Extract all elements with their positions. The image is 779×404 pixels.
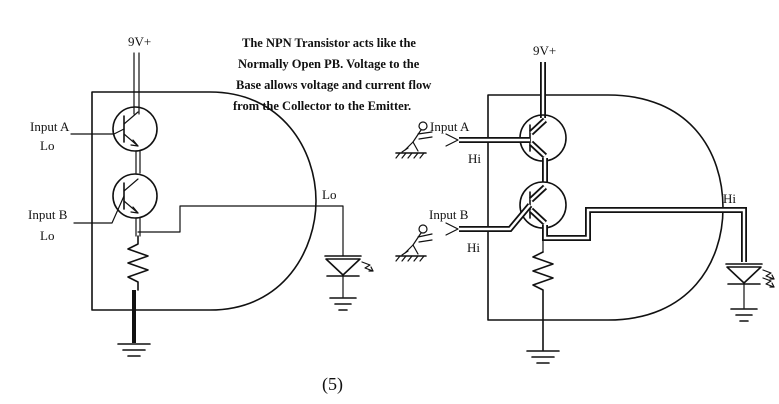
left-circuit: 9V+ Input A Lo Input B Lo: [28, 34, 374, 357]
left-supply-label: 9V+: [128, 34, 151, 49]
left-transistor-b-circle: [112, 173, 158, 219]
person-pushing-icon: [395, 224, 433, 262]
right-input-a-state: Hi: [468, 151, 481, 166]
right-input-b-wire: [459, 204, 531, 231]
right-output-state: Hi: [723, 191, 736, 206]
left-and-gate-outline: [91, 91, 317, 311]
left-input-a-state: Lo: [40, 138, 54, 153]
note-line-4: from the Collector to the Emitter.: [233, 99, 411, 113]
right-input-a-label: Input A: [430, 119, 470, 134]
note-line-2: Normally Open PB. Voltage to the: [238, 57, 420, 71]
note-line-1: The NPN Transistor acts like the: [242, 36, 416, 50]
left-ground-symbol: [117, 343, 151, 357]
left-transistor-a-circle: [112, 106, 158, 152]
right-input-b-label: Input B: [429, 207, 469, 222]
left-input-b-label: Input B: [28, 207, 68, 222]
left-input-b-wire: [73, 195, 125, 224]
left-transistor-b: [112, 173, 158, 219]
person-pushing-icon: [395, 121, 433, 159]
description-note: The NPN Transistor acts like the Normall…: [233, 36, 431, 113]
right-input-a-arrow-icon: [445, 133, 459, 147]
right-supply-label: 9V+: [533, 43, 556, 58]
right-circuit: 9V+ Input A Hi: [395, 43, 775, 364]
left-transistor-a: [112, 106, 158, 152]
left-output-state: Lo: [322, 187, 336, 202]
right-output-wire: [543, 208, 746, 262]
left-led-icon: [324, 255, 374, 298]
right-ground-symbol: [526, 350, 560, 364]
right-led-icon: [725, 263, 775, 309]
right-input-b-arrow-icon: [445, 222, 459, 236]
left-output-wire: [137, 205, 344, 257]
right-resistor: [532, 251, 554, 351]
left-transistor-a-legs: [123, 111, 139, 147]
right-led-ground-symbol: [730, 308, 758, 322]
right-transistor-b-legs: [530, 186, 546, 224]
right-transistor-a-legs: [530, 119, 546, 157]
left-transistor-a-emitter-arrow: [130, 139, 139, 147]
left-led-ground-symbol: [329, 297, 357, 311]
left-resistor: [127, 235, 149, 291]
left-input-a-label: Input A: [30, 119, 70, 134]
left-input-b-state: Lo: [40, 228, 54, 243]
note-line-3: Base allows voltage and current flow: [236, 78, 431, 92]
left-input-a-wire: [70, 128, 125, 135]
figure-number: (5): [322, 374, 343, 395]
right-input-b-state: Hi: [467, 240, 480, 255]
left-transistor-b-legs: [123, 178, 139, 214]
left-transistor-b-emitter-arrow: [130, 206, 139, 214]
